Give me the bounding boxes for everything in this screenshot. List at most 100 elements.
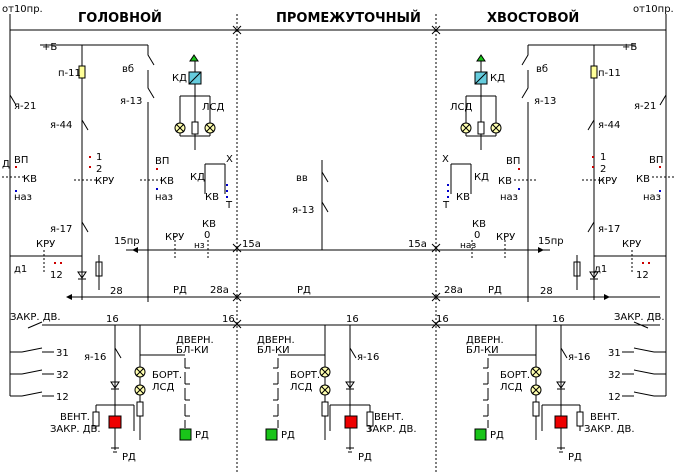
- left-supply-label: от10пр.: [2, 4, 43, 15]
- svg-text:12: 12: [50, 270, 63, 281]
- svg-text:РД: РД: [490, 430, 504, 441]
- svg-text:1: 1: [600, 152, 606, 163]
- svg-text:28: 28: [110, 286, 123, 297]
- middle-car-title: ПРОМЕЖУТОЧНЫЙ: [276, 10, 421, 26]
- svg-text:ДВЕРН.: ДВЕРН.: [176, 335, 214, 346]
- svg-text:31: 31: [56, 348, 69, 359]
- svg-text:32: 32: [608, 370, 621, 381]
- svg-text:ВП: ВП: [506, 156, 520, 167]
- svg-text:РД: РД: [281, 430, 295, 441]
- svg-text:вв: вв: [296, 173, 308, 184]
- svg-text:28: 28: [540, 286, 553, 297]
- svg-text:наз: наз: [14, 192, 32, 203]
- middle-car: 15а вв я-13 РД 28а 16 16 я-16 ВЕНТ. ЗАКР…: [237, 160, 463, 463]
- svg-text:ЛСД: ЛСД: [202, 102, 225, 113]
- svg-text:15пр: 15пр: [538, 236, 564, 247]
- svg-text:КД: КД: [172, 73, 187, 84]
- svg-text:16: 16: [436, 314, 449, 325]
- svg-text:я-17: я-17: [50, 224, 72, 235]
- svg-text:КВ: КВ: [636, 174, 650, 185]
- svg-text:ЛСД: ЛСД: [152, 382, 175, 393]
- svg-text:БЛ-КИ: БЛ-КИ: [176, 345, 209, 356]
- svg-text:2: 2: [96, 164, 102, 175]
- svg-text:Д: Д: [2, 159, 10, 170]
- svg-text:16: 16: [552, 314, 565, 325]
- svg-text:я-16: я-16: [568, 352, 590, 363]
- svg-text:ДВЕРН.: ДВЕРН.: [257, 335, 295, 346]
- svg-text:наз: наз: [500, 192, 518, 203]
- svg-text:БОРТ.: БОРТ.: [500, 370, 530, 381]
- svg-text:ЗАКР. ДВ.: ЗАКР. ДВ.: [614, 312, 665, 323]
- svg-text:28а: 28а: [210, 285, 229, 296]
- svg-text:Т: Т: [442, 200, 450, 211]
- svg-text:я-17: я-17: [598, 224, 620, 235]
- svg-text:я-16: я-16: [84, 352, 106, 363]
- svg-text:ВЕНТ.: ВЕНТ.: [374, 412, 404, 423]
- svg-text:РД: РД: [358, 452, 372, 463]
- svg-text:нз: нз: [194, 241, 205, 251]
- svg-text:я-13: я-13: [292, 205, 314, 216]
- svg-text:2: 2: [600, 164, 606, 175]
- svg-text:12: 12: [56, 392, 69, 403]
- svg-text:я-21: я-21: [14, 101, 36, 112]
- svg-text:ЛСД: ЛСД: [290, 382, 313, 393]
- right-supply-label: от10пр.: [633, 4, 674, 15]
- svg-text:я-13: я-13: [120, 96, 142, 107]
- svg-text:ЗАКР. ДВ.: ЗАКР. ДВ.: [10, 312, 61, 323]
- svg-text:РД: РД: [173, 285, 187, 296]
- svg-text:д1: д1: [594, 264, 607, 275]
- svg-text:БЛ-КИ: БЛ-КИ: [257, 345, 290, 356]
- svg-text:0: 0: [204, 230, 210, 241]
- svg-text:КД: КД: [190, 172, 205, 183]
- svg-text:+Б: +Б: [42, 42, 57, 53]
- svg-text:15а: 15а: [408, 239, 427, 250]
- svg-text:БЛ-КИ: БЛ-КИ: [466, 345, 499, 356]
- svg-text:вб: вб: [536, 64, 548, 75]
- svg-text:ВЕНТ.: ВЕНТ.: [590, 412, 620, 423]
- svg-text:0: 0: [474, 230, 480, 241]
- svg-text:Х: Х: [226, 154, 233, 165]
- svg-text:31: 31: [608, 348, 621, 359]
- svg-text:КД: КД: [474, 172, 489, 183]
- svg-text:Х: Х: [442, 154, 449, 165]
- svg-text:ЗАКР. ДВ.: ЗАКР. ДВ.: [366, 424, 417, 435]
- svg-text:наз: наз: [460, 241, 476, 251]
- svg-text:15пр: 15пр: [114, 236, 140, 247]
- svg-text:КРУ: КРУ: [95, 176, 114, 187]
- svg-text:РД: РД: [568, 452, 582, 463]
- svg-text:ЛСД: ЛСД: [500, 382, 523, 393]
- svg-text:ВП: ВП: [649, 155, 663, 166]
- svg-text:Т: Т: [225, 200, 233, 211]
- svg-text:ДВЕРН.: ДВЕРН.: [466, 335, 504, 346]
- svg-text:КД: КД: [490, 73, 505, 84]
- svg-text:16: 16: [106, 314, 119, 325]
- svg-text:я-13: я-13: [534, 96, 556, 107]
- svg-text:16: 16: [346, 314, 359, 325]
- svg-text:КВ: КВ: [472, 219, 486, 230]
- tail-car-title: ХВОСТОВОЙ: [487, 10, 579, 26]
- svg-text:д1: д1: [14, 264, 27, 275]
- svg-text:наз: наз: [155, 192, 173, 203]
- svg-text:12: 12: [636, 270, 649, 281]
- svg-text:я-16: я-16: [357, 352, 379, 363]
- svg-text:КВ: КВ: [202, 219, 216, 230]
- svg-text:РД: РД: [122, 452, 136, 463]
- svg-text:я-44: я-44: [598, 120, 620, 131]
- svg-text:КРУ: КРУ: [496, 232, 515, 243]
- svg-text:ВП: ВП: [155, 156, 169, 167]
- svg-text:БОРТ.: БОРТ.: [152, 370, 182, 381]
- svg-text:п-11: п-11: [58, 68, 81, 79]
- svg-text:16: 16: [222, 314, 235, 325]
- svg-text:ВП: ВП: [14, 155, 28, 166]
- svg-text:КРУ: КРУ: [36, 239, 55, 250]
- svg-text:КРУ: КРУ: [598, 176, 617, 187]
- svg-text:12: 12: [608, 392, 621, 403]
- svg-text:28а: 28а: [444, 285, 463, 296]
- svg-text:32: 32: [56, 370, 69, 381]
- svg-text:КВ: КВ: [23, 174, 37, 185]
- svg-text:наз: наз: [643, 192, 661, 203]
- svg-text:1: 1: [96, 152, 102, 163]
- svg-text:15а: 15а: [242, 239, 261, 250]
